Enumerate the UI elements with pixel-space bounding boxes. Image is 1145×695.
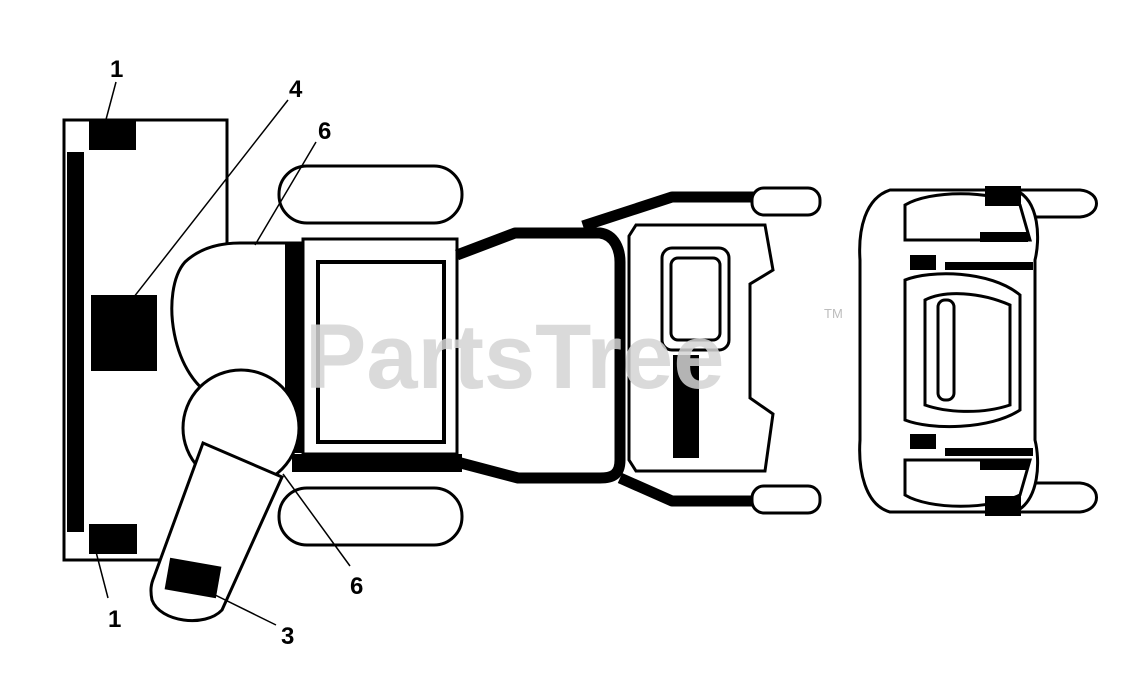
- watermark-text: PartsTree: [305, 306, 724, 408]
- track-top: [277, 164, 464, 225]
- handle-frame: [455, 191, 757, 507]
- callout-4: 4: [289, 76, 303, 103]
- front-strip-top: [945, 262, 1033, 270]
- watermark-trademark: TM: [824, 306, 843, 321]
- handle-grips: [750, 186, 822, 515]
- leader-lines: [94, 81, 351, 626]
- panel-window-inner: [669, 256, 722, 342]
- body-inner-panel: [316, 260, 446, 444]
- decal-3: [164, 557, 222, 599]
- callout-1-top: 1: [110, 56, 123, 83]
- housing-edge-strip: [67, 152, 84, 532]
- track-bottom: [277, 486, 464, 547]
- front-inner-bottom: [980, 460, 1028, 470]
- front-handles: [903, 188, 1098, 514]
- front-slot: [936, 298, 956, 402]
- panel-decal-strip: [673, 355, 699, 458]
- front-decal-bottom: [985, 496, 1021, 516]
- callout-6-bottom: 6: [350, 573, 363, 600]
- frame-bottom-band: [292, 454, 462, 472]
- front-tab-bottom: [910, 434, 936, 449]
- callout-3: 3: [281, 623, 294, 650]
- decal-1-top: [89, 120, 136, 150]
- decal-4: [91, 295, 157, 371]
- callout-6-top: 6: [318, 118, 331, 145]
- front-tab-top: [910, 255, 936, 270]
- front-strip-bottom: [945, 448, 1033, 456]
- front-inner-top: [980, 232, 1028, 242]
- decal-1-bottom: [89, 524, 137, 554]
- callout-1-bottom: 1: [108, 606, 121, 633]
- front-decal-top: [985, 186, 1021, 206]
